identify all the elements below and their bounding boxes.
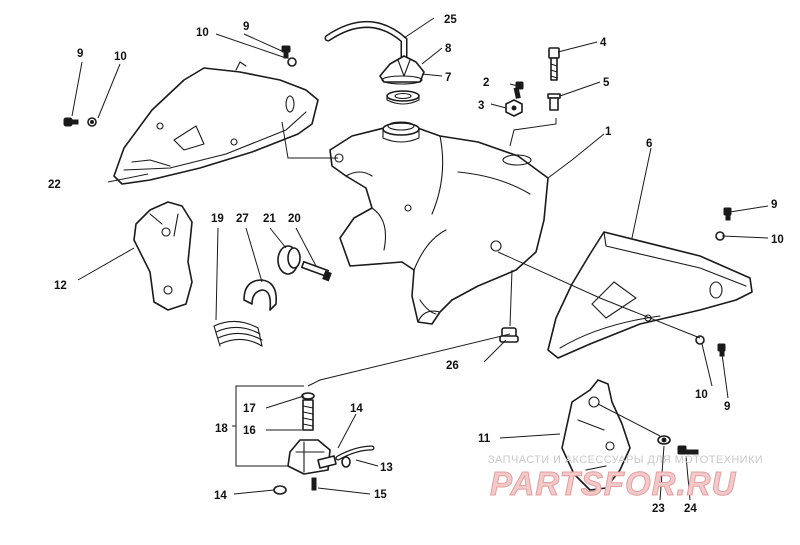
bolt-20 — [300, 260, 332, 282]
callout-9-top: 9 — [243, 21, 249, 33]
callout-18: 18 — [215, 423, 228, 435]
callout-13: 13 — [380, 462, 393, 474]
callout-19: 19 — [211, 213, 224, 225]
callout-9-right: 9 — [771, 199, 777, 211]
washer-10-lower — [695, 335, 705, 345]
damper-21 — [277, 245, 301, 275]
spacer-5 — [547, 93, 561, 111]
callout-10-right: 10 — [771, 234, 784, 246]
callout-3: 3 — [478, 100, 484, 112]
screw-9-lower — [717, 343, 726, 357]
callout-1: 1 — [605, 126, 612, 138]
screw-9-left — [63, 117, 79, 127]
watermark-logo: PARTSFOR.RU — [490, 465, 736, 502]
callout-10-lower: 10 — [695, 389, 708, 401]
left-side-cover — [113, 61, 319, 185]
screw-9-right — [723, 207, 732, 221]
bolt-4 — [548, 47, 560, 81]
callout-17: 17 — [243, 403, 256, 415]
callout-26: 26 — [446, 360, 459, 372]
callout-10-left: 10 — [114, 51, 127, 63]
screw-2 — [513, 81, 524, 99]
callout-5: 5 — [603, 77, 610, 89]
callout-14-lower: 14 — [214, 490, 227, 502]
nut-3 — [505, 99, 523, 117]
callout-10-top: 10 — [196, 27, 209, 39]
callout-23: 23 — [652, 503, 665, 515]
callout-6: 6 — [646, 138, 652, 150]
callout-7: 7 — [445, 72, 451, 84]
spring-19 — [213, 320, 263, 347]
watermark-tagline: ЗАПЧАСТИ И АКСЕССУАРЫ ДЛЯ МОТОТЕХНИКИ — [488, 454, 763, 466]
callout-11: 11 — [478, 433, 491, 445]
callout-14-upper: 14 — [350, 403, 363, 415]
callout-16: 16 — [243, 425, 256, 437]
bolt-24 — [677, 445, 699, 455]
callout-22: 22 — [48, 179, 61, 191]
callout-15: 15 — [374, 489, 387, 501]
washer-10-left — [87, 117, 97, 127]
callout-12: 12 — [54, 280, 67, 292]
right-side-cover — [547, 231, 753, 359]
callout-24: 24 — [684, 503, 697, 515]
callout-2: 2 — [483, 77, 489, 89]
callout-9-left: 9 — [77, 48, 83, 60]
callout-9-lower: 9 — [724, 401, 730, 413]
leader-lines — [71, 17, 769, 501]
cap-gasket — [386, 90, 420, 105]
fuel-tank — [329, 121, 549, 325]
washer-10-top — [287, 57, 297, 67]
fuel-cap — [379, 55, 425, 85]
left-bracket — [133, 201, 193, 311]
callout-20: 20 — [288, 213, 301, 225]
grommet-26 — [499, 327, 519, 343]
callout-21: 21 — [263, 213, 276, 225]
breather-hose — [324, 21, 408, 72]
fuel-tap-assembly — [273, 392, 375, 495]
watermark: ЗАПЧАСТИ И АКСЕССУАРЫ ДЛЯ МОТОТЕХНИКИ PA… — [488, 454, 763, 503]
washer-23 — [657, 435, 671, 445]
callout-4: 4 — [600, 37, 607, 49]
clip-27 — [243, 279, 278, 311]
callout-labels: 1 2 3 4 5 6 7 8 9 10 9 10 9 10 10 9 11 1… — [48, 14, 784, 515]
callout-8: 8 — [445, 43, 452, 55]
callout-25: 25 — [444, 14, 457, 26]
right-bracket — [561, 379, 631, 491]
callout-27: 27 — [236, 213, 249, 225]
